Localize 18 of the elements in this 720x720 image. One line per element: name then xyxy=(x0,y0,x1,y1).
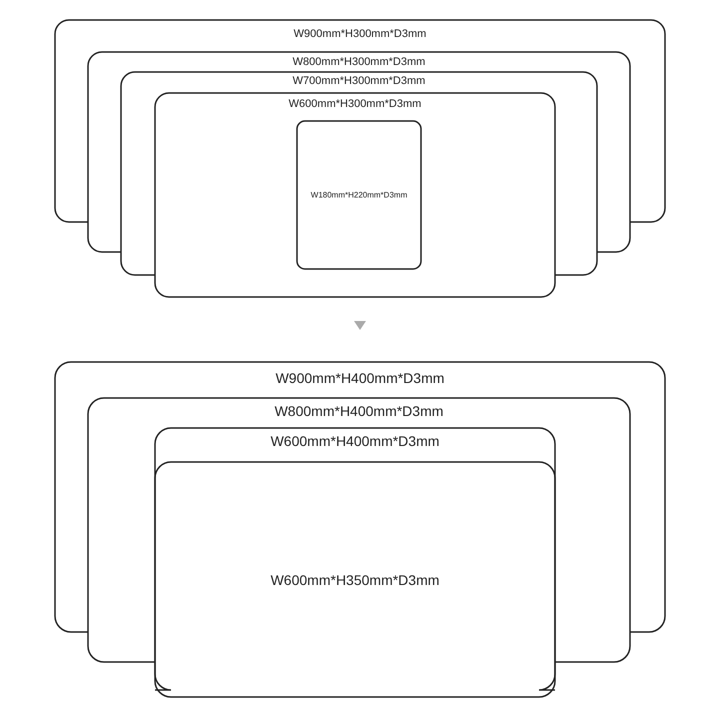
size-outline xyxy=(55,362,665,632)
size-outline xyxy=(155,428,555,690)
size-label: W900mm*H300mm*D3mm xyxy=(292,28,428,40)
size-outline xyxy=(88,52,630,252)
size-label: W700mm*H300mm*D3mm xyxy=(292,75,426,87)
size-label: W800mm*H400mm*D3mm xyxy=(274,403,444,419)
size-outline xyxy=(88,398,630,662)
size-outline xyxy=(121,72,597,275)
size-label: W900mm*H400mm*D3mm xyxy=(274,370,446,386)
size-label: W600mm*H400mm*D3mm xyxy=(270,433,440,449)
size-outline xyxy=(297,121,421,269)
size-outline xyxy=(55,20,665,222)
size-label: W800mm*H300mm*D3mm xyxy=(292,56,426,68)
size-label: W600mm*H300mm*D3mm xyxy=(288,98,422,110)
size-outline xyxy=(155,462,555,697)
size-label: W600mm*H350mm*D3mm xyxy=(270,572,440,588)
size-outline xyxy=(155,93,555,297)
size-label: W180mm*H220mm*D3mm xyxy=(310,190,408,200)
